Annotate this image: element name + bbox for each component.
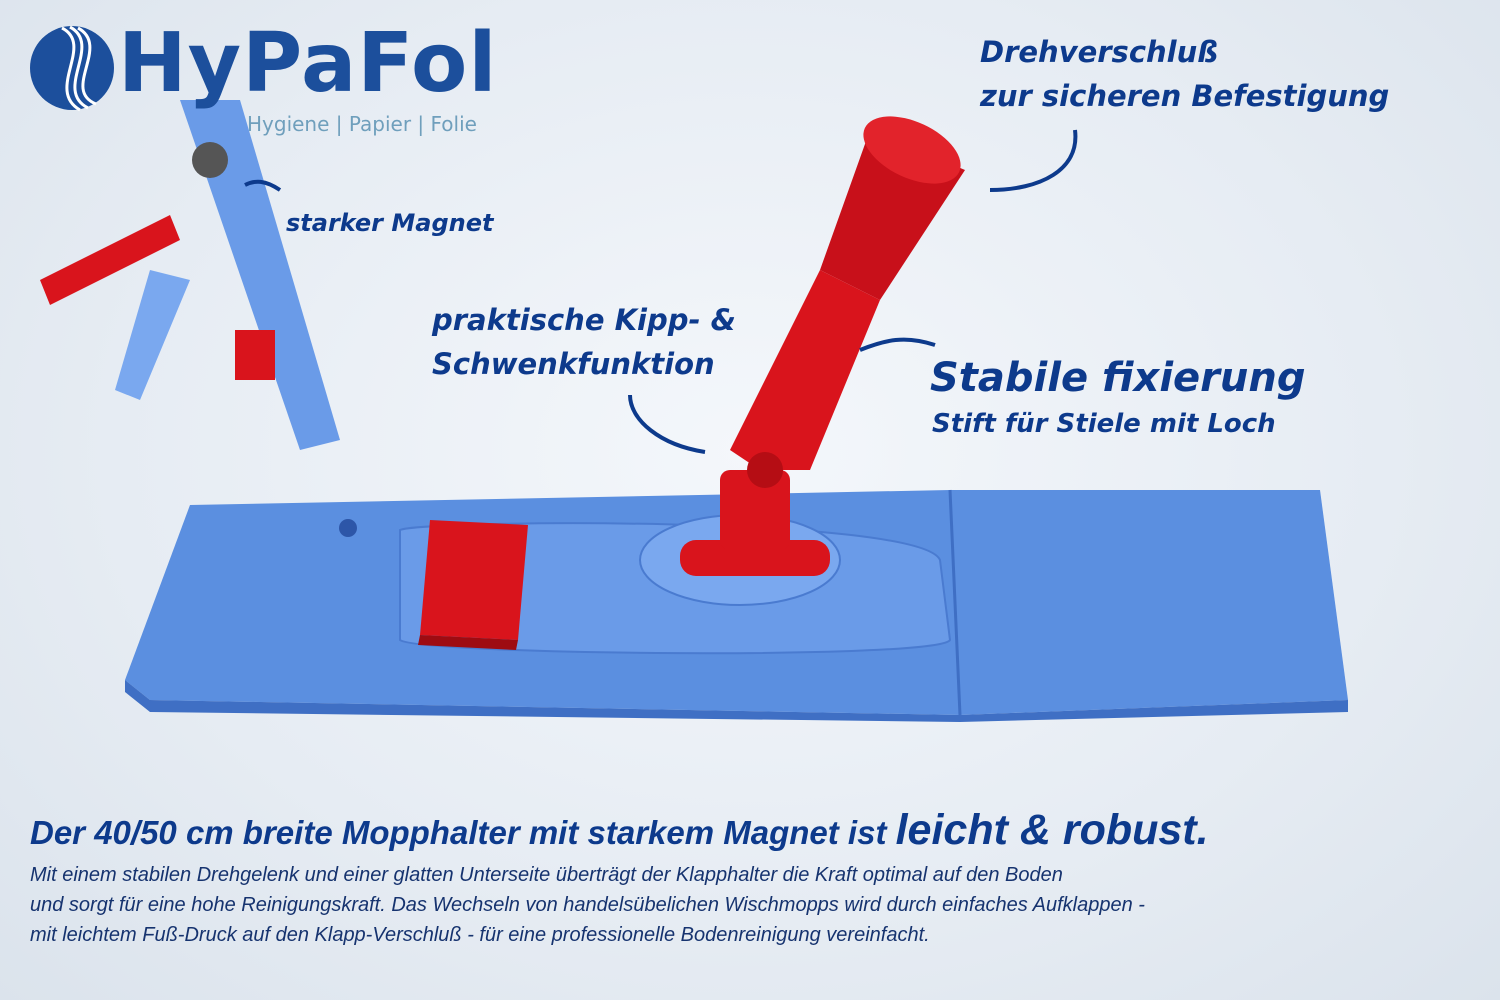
mop-holder-folded-inset [40, 100, 340, 450]
callout-fix-title: Stabile fixierung [930, 355, 1306, 401]
arrow-fix [859, 337, 936, 352]
description-line: Mit einem stabilen Drehgelenk und einer … [30, 864, 1063, 886]
logo-emblem [30, 25, 114, 112]
brand-tagline: Hygiene | Papier | Folie [247, 112, 477, 136]
arrow-magnet [244, 179, 282, 192]
arrow-lock [989, 129, 1078, 192]
headline-main: Der 40/50 cm breite Mopphalter mit stark… [30, 814, 896, 851]
brand-logo: HyPaFol [118, 16, 498, 111]
headline-emphasis: leicht & robust. [895, 806, 1209, 854]
callout-magnet: starker Magnet [286, 209, 494, 237]
callout-tilt-line2: Schwenkfunktion [432, 347, 715, 381]
callout-arrows [244, 129, 1078, 454]
arrow-tilt [628, 394, 706, 454]
callout-lock-line1: Drehverschluß [980, 35, 1219, 69]
description: Mit einem stabilen Drehgelenk und einer … [30, 860, 1480, 950]
red-handle [680, 116, 965, 576]
callout-tilt: praktische Kipp- & Schwenkfunktion [432, 298, 736, 386]
callout-tilt-line1: praktische Kipp- & [432, 303, 736, 337]
callout-lock-line2: zur sicheren Befestigung [980, 79, 1390, 113]
callout-fix-subtitle: Stift für Stiele mit Loch [932, 409, 1276, 439]
callout-lock: Drehverschluß zur sicheren Befestigung [980, 30, 1389, 118]
description-line: mit leichtem Fuß-Druck auf den Klapp-Ver… [30, 924, 930, 946]
red-clip [418, 520, 528, 650]
headline: Der 40/50 cm breite Mopphalter mit stark… [30, 806, 1209, 857]
description-line: und sorgt für eine hohe Reinigungskraft.… [30, 894, 1145, 916]
